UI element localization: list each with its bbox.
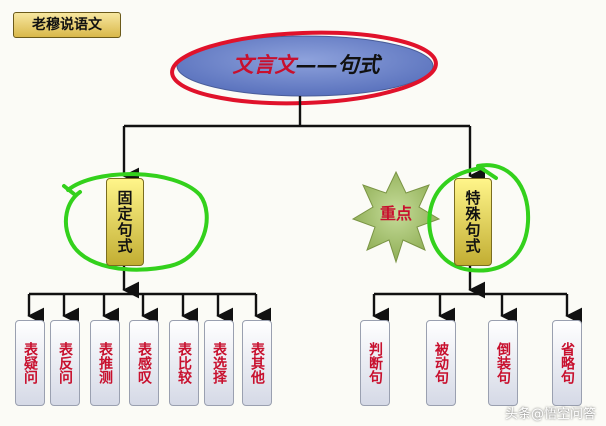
root-title-main: 文言文: [232, 52, 296, 77]
leaf-interrogative: 表疑问: [15, 320, 45, 406]
leaf-judgment: 判断句: [360, 320, 390, 406]
root-title-suffix: ——句式: [295, 52, 380, 77]
star-shape: [351, 170, 441, 264]
key-point-label: 重点: [379, 204, 412, 223]
root-title: 文言文——句式: [180, 44, 432, 86]
root-red-circle: [170, 30, 438, 106]
special-pattern-node: 特殊句式: [454, 178, 492, 266]
leaf-rhetorical: 表反问: [50, 320, 80, 406]
leaf-exclamation: 表感叹: [129, 320, 159, 406]
right-green-circle: [427, 163, 531, 273]
leaf-comparison: 表比较: [169, 320, 199, 406]
tree-connectors: [27, 96, 583, 325]
leaf-choice: 表选择: [204, 320, 234, 406]
leaf-other: 表其他: [242, 320, 272, 406]
fixed-pattern-node: 固定句式: [106, 178, 144, 266]
leaf-omission: 省略句: [552, 320, 582, 406]
watermark-text: 头条@悟空问答: [504, 407, 596, 422]
leaf-speculation: 表推测: [90, 320, 120, 406]
root-ellipse: [176, 35, 434, 97]
leaf-inversion: 倒装句: [488, 320, 518, 406]
watermark: 头条@悟空问答: [505, 403, 596, 422]
author-badge: 老穆说语文: [13, 12, 121, 38]
left-green-circle: [62, 172, 209, 272]
leaf-passive: 被动句: [426, 320, 456, 406]
